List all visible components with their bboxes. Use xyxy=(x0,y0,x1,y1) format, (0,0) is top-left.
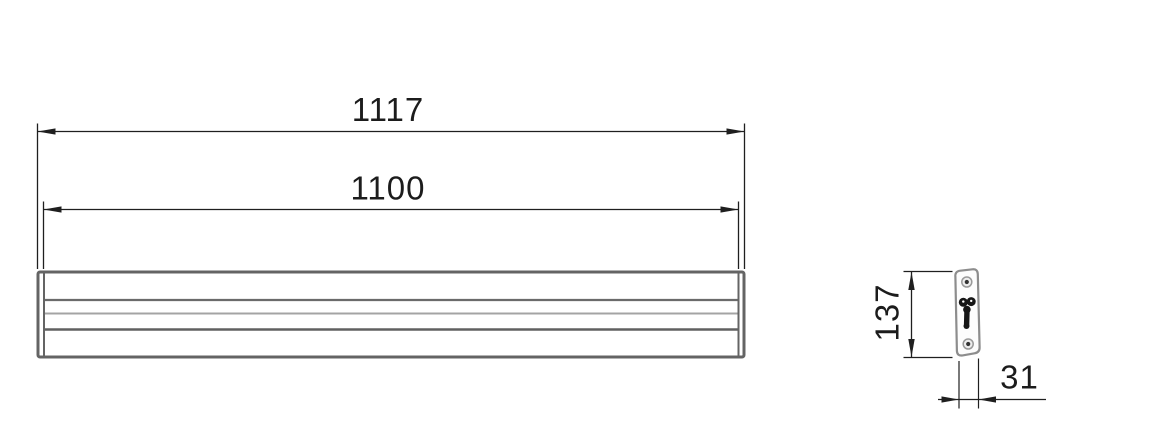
dimension-inner-width xyxy=(42,201,740,269)
dim-label-side-height: 137 xyxy=(869,283,906,341)
arrowhead-inward-left-icon xyxy=(941,396,959,403)
arrowhead-left-icon xyxy=(43,206,62,213)
dimension-overall-width xyxy=(36,123,746,269)
screw-hole-bottom-center xyxy=(966,341,971,347)
dim-label-side-depth: 31 xyxy=(1000,359,1039,396)
dim-label-overall-width: 1117 xyxy=(352,91,425,128)
dim-label-inner-width: 1100 xyxy=(351,170,426,207)
arrowhead-up-icon xyxy=(908,272,915,290)
arrowhead-right-icon xyxy=(720,206,739,213)
arrowhead-left-icon xyxy=(37,128,56,135)
screw-hole-top-center xyxy=(964,279,969,285)
front-view xyxy=(36,270,746,359)
arrowhead-inward-right-icon xyxy=(978,396,996,403)
side-view xyxy=(954,268,981,357)
dimension-side-depth xyxy=(938,358,1046,409)
arrowhead-down-icon xyxy=(908,339,915,357)
keyhole-slot-icon xyxy=(958,297,976,329)
arrowhead-right-icon xyxy=(726,128,745,135)
dimension-side-height xyxy=(903,270,953,359)
